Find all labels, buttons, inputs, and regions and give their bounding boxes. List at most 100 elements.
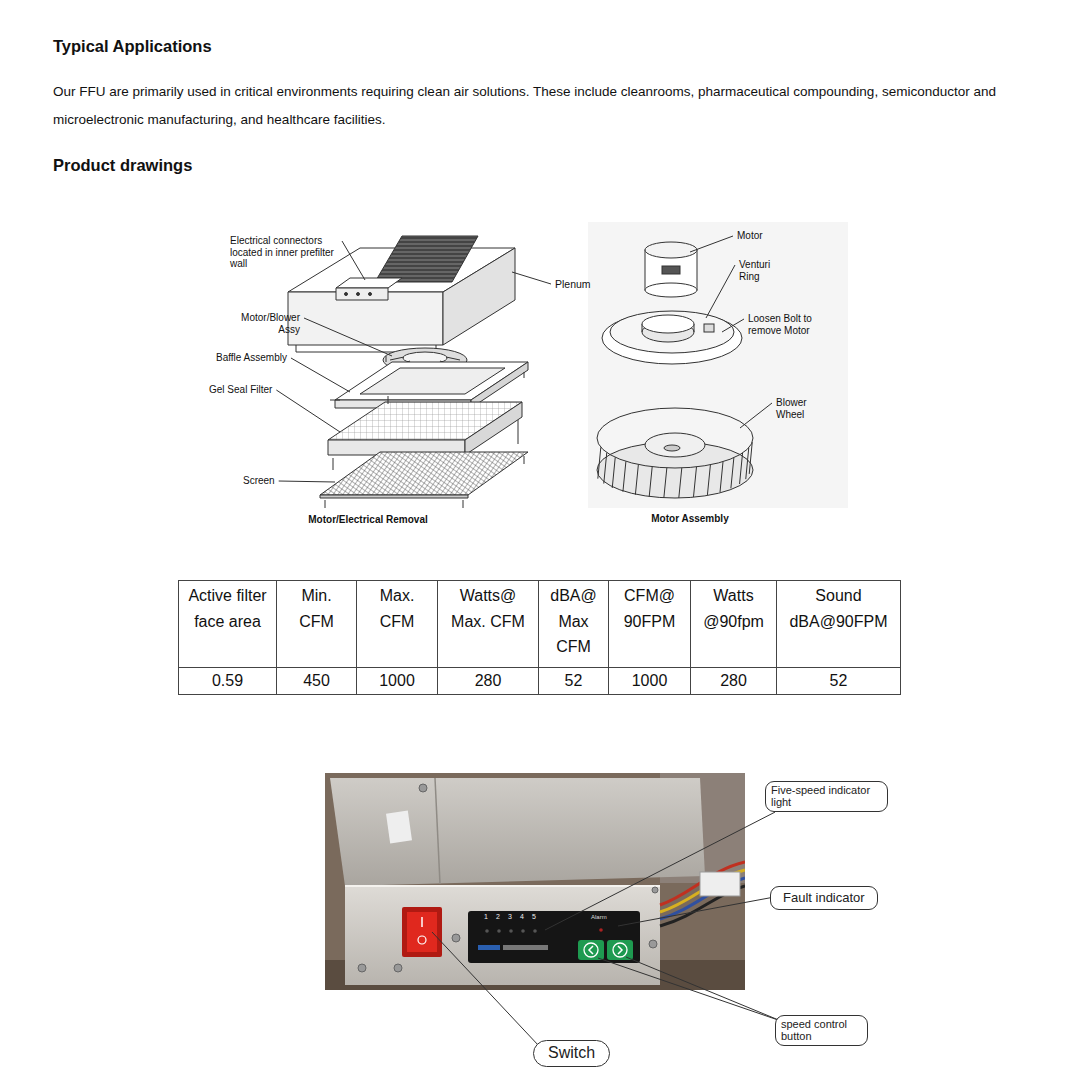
wheel-blade: [604, 453, 607, 484]
page-heading: Typical Applications: [53, 37, 212, 56]
leader-line: [512, 272, 551, 284]
label-wrap: Screen: [243, 475, 275, 487]
part-label: Loosen Bolt to remove Motor: [748, 313, 828, 336]
label-wrap: Electrical connectors located in inner p…: [230, 235, 338, 270]
prefilter-grille: [375, 236, 478, 282]
screen-edge: [320, 495, 468, 498]
part-label: Plenum: [555, 278, 591, 290]
part-label: Gel Seal Filter: [209, 384, 272, 396]
connector-box-front: [336, 288, 388, 300]
label-wrap: Our FFU are primarily used in critical e…: [53, 78, 1048, 134]
photo-ground: [325, 773, 745, 990]
label-wrap: Motor Assembly: [640, 513, 740, 525]
table-row: 0.59 450 1000 280 52 1000 280 52: [179, 668, 901, 695]
screw: [419, 784, 427, 792]
leader-line: [545, 812, 775, 930]
table-header: Sound dBA@90FPM: [787, 583, 891, 634]
label-wrap: 2: [496, 913, 500, 921]
leader-line: [722, 319, 744, 332]
wheel-blade: [731, 458, 734, 489]
motor-top: [645, 242, 697, 258]
front-edge: [345, 885, 660, 887]
table-value: 1000: [372, 668, 422, 694]
part-label: Screen: [243, 475, 275, 487]
callout-text: Switch: [548, 1045, 595, 1062]
part-label: Motor: [737, 230, 763, 242]
callout-box: Fault indicator: [770, 886, 878, 910]
box-front: [345, 886, 660, 985]
arrow-left: [589, 946, 593, 954]
box-top: [330, 778, 705, 886]
table-value: 52: [787, 668, 891, 694]
screen-mesh: [320, 452, 528, 495]
button-ring: [613, 943, 627, 957]
leader-line: [690, 236, 733, 252]
venturi-inner: [610, 311, 734, 353]
part-label: Baffle Assembly: [216, 352, 287, 364]
wheel-blade: [707, 465, 710, 495]
table-value: 52: [548, 668, 600, 694]
connector-pin: [369, 293, 372, 296]
wheel-blade: [720, 462, 723, 492]
screw: [358, 964, 366, 972]
screen-studs: [325, 456, 524, 508]
leader-line: [276, 390, 340, 432]
part-label: Venturi Ring: [739, 259, 779, 282]
table-value: 280: [448, 668, 528, 694]
screw: [652, 887, 658, 893]
table-value: 280: [701, 668, 767, 694]
wheel-blade: [740, 453, 743, 484]
leader-line: [304, 318, 392, 356]
rocker-switch-frame: [402, 907, 442, 957]
callout-text: Five-speed indicator light: [771, 785, 882, 808]
table-header: Max. CFM: [372, 583, 422, 634]
speed-number: 3: [508, 913, 512, 921]
callout-box: Switch: [533, 1040, 610, 1067]
wheel-hub: [645, 433, 705, 457]
leader-line: [626, 957, 781, 1021]
wheel-blade: [649, 467, 652, 497]
ffu-exploded-drawing: [288, 236, 528, 508]
label-wrap: 4: [520, 913, 524, 921]
table-value: 0.59: [185, 668, 271, 694]
wheel-blade: [693, 467, 696, 497]
wheel-blade: [598, 447, 601, 478]
speed-led: [509, 929, 513, 933]
motor-drawing-ground: [588, 222, 848, 508]
label-wrap: 1: [484, 913, 488, 921]
table-header: dBA@ Max CFM: [548, 583, 600, 660]
wheel-bottom: [597, 442, 753, 498]
wheel-blade: [623, 461, 626, 491]
leader-line: [342, 241, 365, 280]
motor-base: [645, 283, 697, 297]
heading-wrap: Typical Applications: [53, 37, 212, 56]
table-cell: 0.59: [179, 668, 277, 695]
brand-logo: [478, 945, 500, 950]
table-cell: Watts @90fpm: [691, 581, 777, 668]
table-value: 1000: [620, 668, 680, 694]
screw: [452, 934, 460, 942]
table-cell: 280: [438, 668, 539, 695]
control-panel: [468, 911, 640, 963]
body-text: Our FFU are primarily used in critical e…: [53, 78, 1048, 134]
table-cell: dBA@ Max CFM: [539, 581, 609, 668]
venturi-outer: [602, 312, 742, 364]
speed-up-button: [607, 940, 633, 960]
venturi-collar-top: [642, 315, 694, 333]
part-label: Motor/Blower Assy: [228, 312, 300, 336]
section-heading: Product drawings: [53, 156, 192, 175]
baffle-opening: [360, 368, 505, 394]
table-row: Active filter face areaMin. CFMMax. CFMW…: [179, 581, 901, 668]
table-cell: 1000: [357, 668, 438, 695]
wheel-center: [664, 445, 680, 451]
table-value: 450: [292, 668, 342, 694]
motor-bolt: [704, 324, 714, 332]
label-wrap: 5: [532, 913, 536, 921]
table-header: CFM@ 90FPM: [620, 583, 680, 634]
speed-number: 5: [532, 913, 536, 921]
label-wrap: Plenum: [555, 278, 591, 290]
callout-text: speed control button: [781, 1019, 862, 1042]
part-label: Blower Wheel: [776, 397, 818, 420]
wheel-blade: [635, 464, 638, 494]
leader-line: [432, 932, 539, 1046]
